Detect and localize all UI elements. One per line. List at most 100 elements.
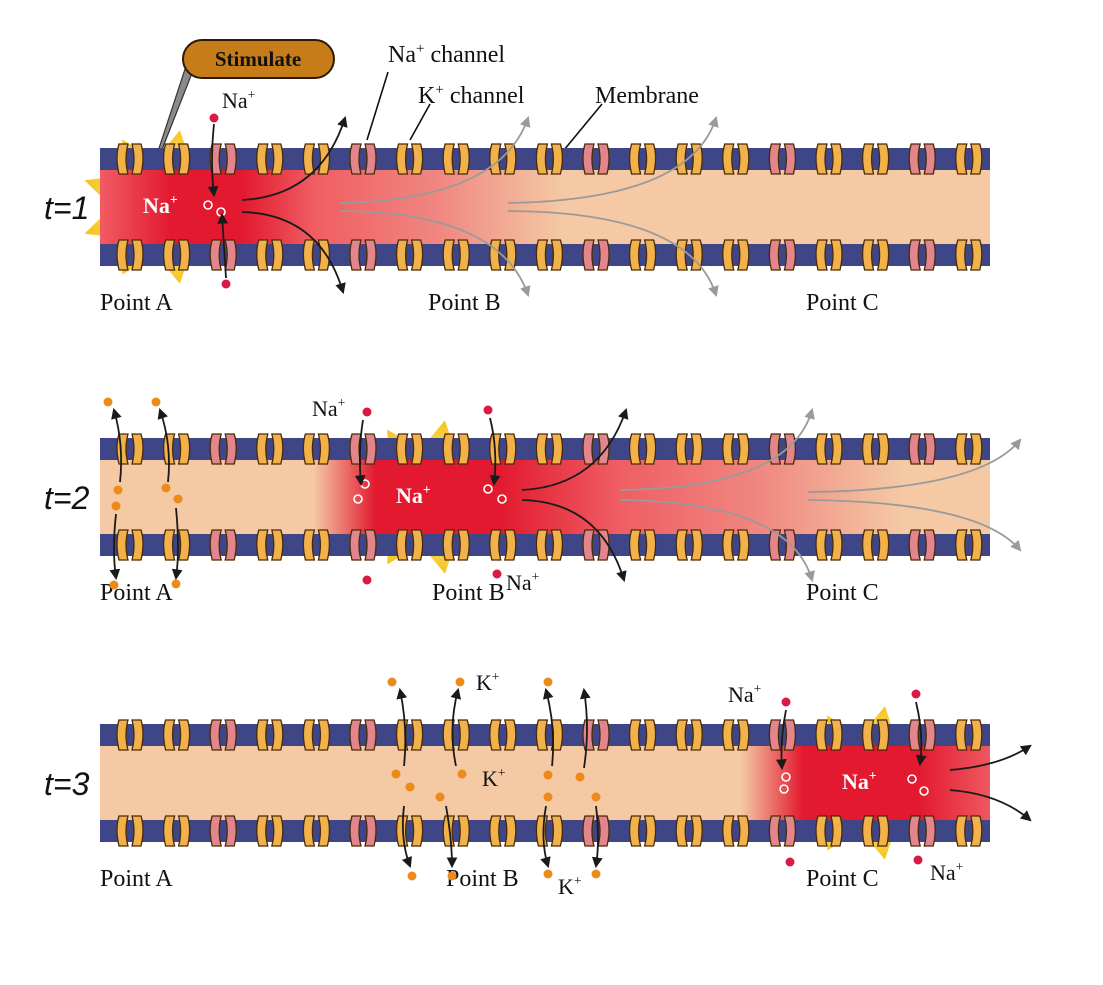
na-channel	[908, 433, 936, 465]
k-efflux-arrow	[109, 513, 121, 581]
na-ion-label-inside: Na+	[842, 768, 877, 794]
k-ion-label-outside: K+	[558, 873, 582, 899]
k-channel	[256, 433, 284, 465]
k-channel	[861, 433, 890, 465]
k-ion	[447, 871, 457, 881]
time-label: t=3	[44, 766, 90, 802]
na-influx-arrow	[915, 701, 927, 767]
k-channel	[815, 719, 843, 751]
na-ion-entering	[483, 484, 493, 494]
current-arrow	[807, 438, 1022, 493]
k-efflux-arrow	[445, 805, 458, 869]
point-c-label: Point C	[806, 290, 879, 316]
time-label: t=1	[44, 190, 89, 226]
na-channel	[908, 143, 936, 175]
k-channel	[675, 433, 703, 465]
na-ion-label-outside: Na+	[728, 681, 762, 707]
k-channel	[535, 239, 564, 271]
svg-text:Na+ channel: Na+ channel	[388, 41, 505, 68]
k-channel	[628, 433, 657, 465]
k-channel	[116, 239, 144, 271]
k-channel	[162, 815, 191, 847]
na-channel-ion: Na	[388, 42, 416, 68]
na-channel	[582, 529, 610, 561]
k-channel	[861, 719, 890, 751]
na-ion-entering	[779, 784, 789, 794]
na-channel	[209, 529, 237, 561]
na-ion	[362, 407, 372, 417]
k-ion	[109, 580, 119, 590]
k-channel	[815, 433, 843, 465]
k-efflux-arrow	[542, 687, 555, 767]
k-channel	[861, 143, 890, 175]
k-channel	[861, 815, 890, 847]
k-channel	[955, 143, 983, 175]
na-influx-arrow	[354, 419, 366, 487]
time-label: t=2	[44, 480, 90, 516]
k-channel	[162, 239, 191, 271]
na-ion-entering	[781, 772, 791, 782]
k-ion	[591, 792, 601, 802]
k-channel	[815, 239, 843, 271]
k-efflux-arrow	[540, 805, 551, 869]
k-ion	[405, 782, 415, 792]
na-channel	[209, 433, 237, 465]
na-channel	[349, 815, 377, 847]
k-channel	[722, 239, 750, 271]
k-efflux-arrow	[111, 407, 123, 483]
k-channel	[955, 529, 983, 561]
k-channel	[815, 143, 843, 175]
k-ion	[103, 397, 113, 407]
k-channel	[395, 143, 424, 175]
k-channel	[722, 719, 750, 751]
k-channel	[442, 719, 470, 751]
k-ion	[543, 677, 553, 687]
k-channel	[955, 815, 983, 847]
stimulate-label: Stimulate	[215, 47, 301, 71]
k-channel	[861, 529, 890, 561]
k-ion-label-outside: K+	[476, 669, 500, 695]
k-channel	[861, 239, 890, 271]
k-ion	[455, 677, 465, 687]
k-channel	[722, 433, 750, 465]
k-channel	[442, 143, 470, 175]
na-channel	[908, 815, 936, 847]
k-channel-ion: K	[418, 83, 436, 109]
k-ion	[391, 769, 401, 779]
k-ion-label-inside: K+	[482, 765, 506, 791]
k-efflux-arrow	[171, 507, 183, 581]
na-channel	[908, 719, 936, 751]
k-channel	[489, 719, 517, 751]
k-channel	[256, 815, 284, 847]
na-channel	[349, 719, 377, 751]
na-ion-label-outside: Na+	[506, 569, 540, 595]
k-channel	[302, 433, 331, 465]
k-channel	[395, 815, 424, 847]
point-a-label: Point A	[100, 866, 173, 892]
k-channel	[722, 143, 750, 175]
na-channel	[768, 815, 797, 847]
current-arrow	[507, 115, 719, 204]
na-ion	[362, 575, 372, 585]
svg-text:K+ channel: K+ channel	[418, 82, 525, 109]
k-channel	[628, 239, 657, 271]
k-channel	[302, 529, 331, 561]
k-ion	[407, 871, 417, 881]
k-channel	[395, 433, 424, 465]
na-ion-entering	[203, 200, 213, 210]
na-channel	[908, 529, 936, 561]
na-channel	[908, 239, 936, 271]
na-ion-label-outside: Na+	[312, 395, 346, 421]
k-channel	[489, 815, 517, 847]
k-channel	[675, 815, 703, 847]
na-channel	[209, 815, 237, 847]
k-ion	[543, 792, 553, 802]
k-channel	[162, 529, 191, 561]
k-channel	[815, 815, 843, 847]
current-arrow	[521, 407, 629, 491]
point-b-label: Point B	[428, 290, 501, 316]
na-ion	[781, 697, 791, 707]
